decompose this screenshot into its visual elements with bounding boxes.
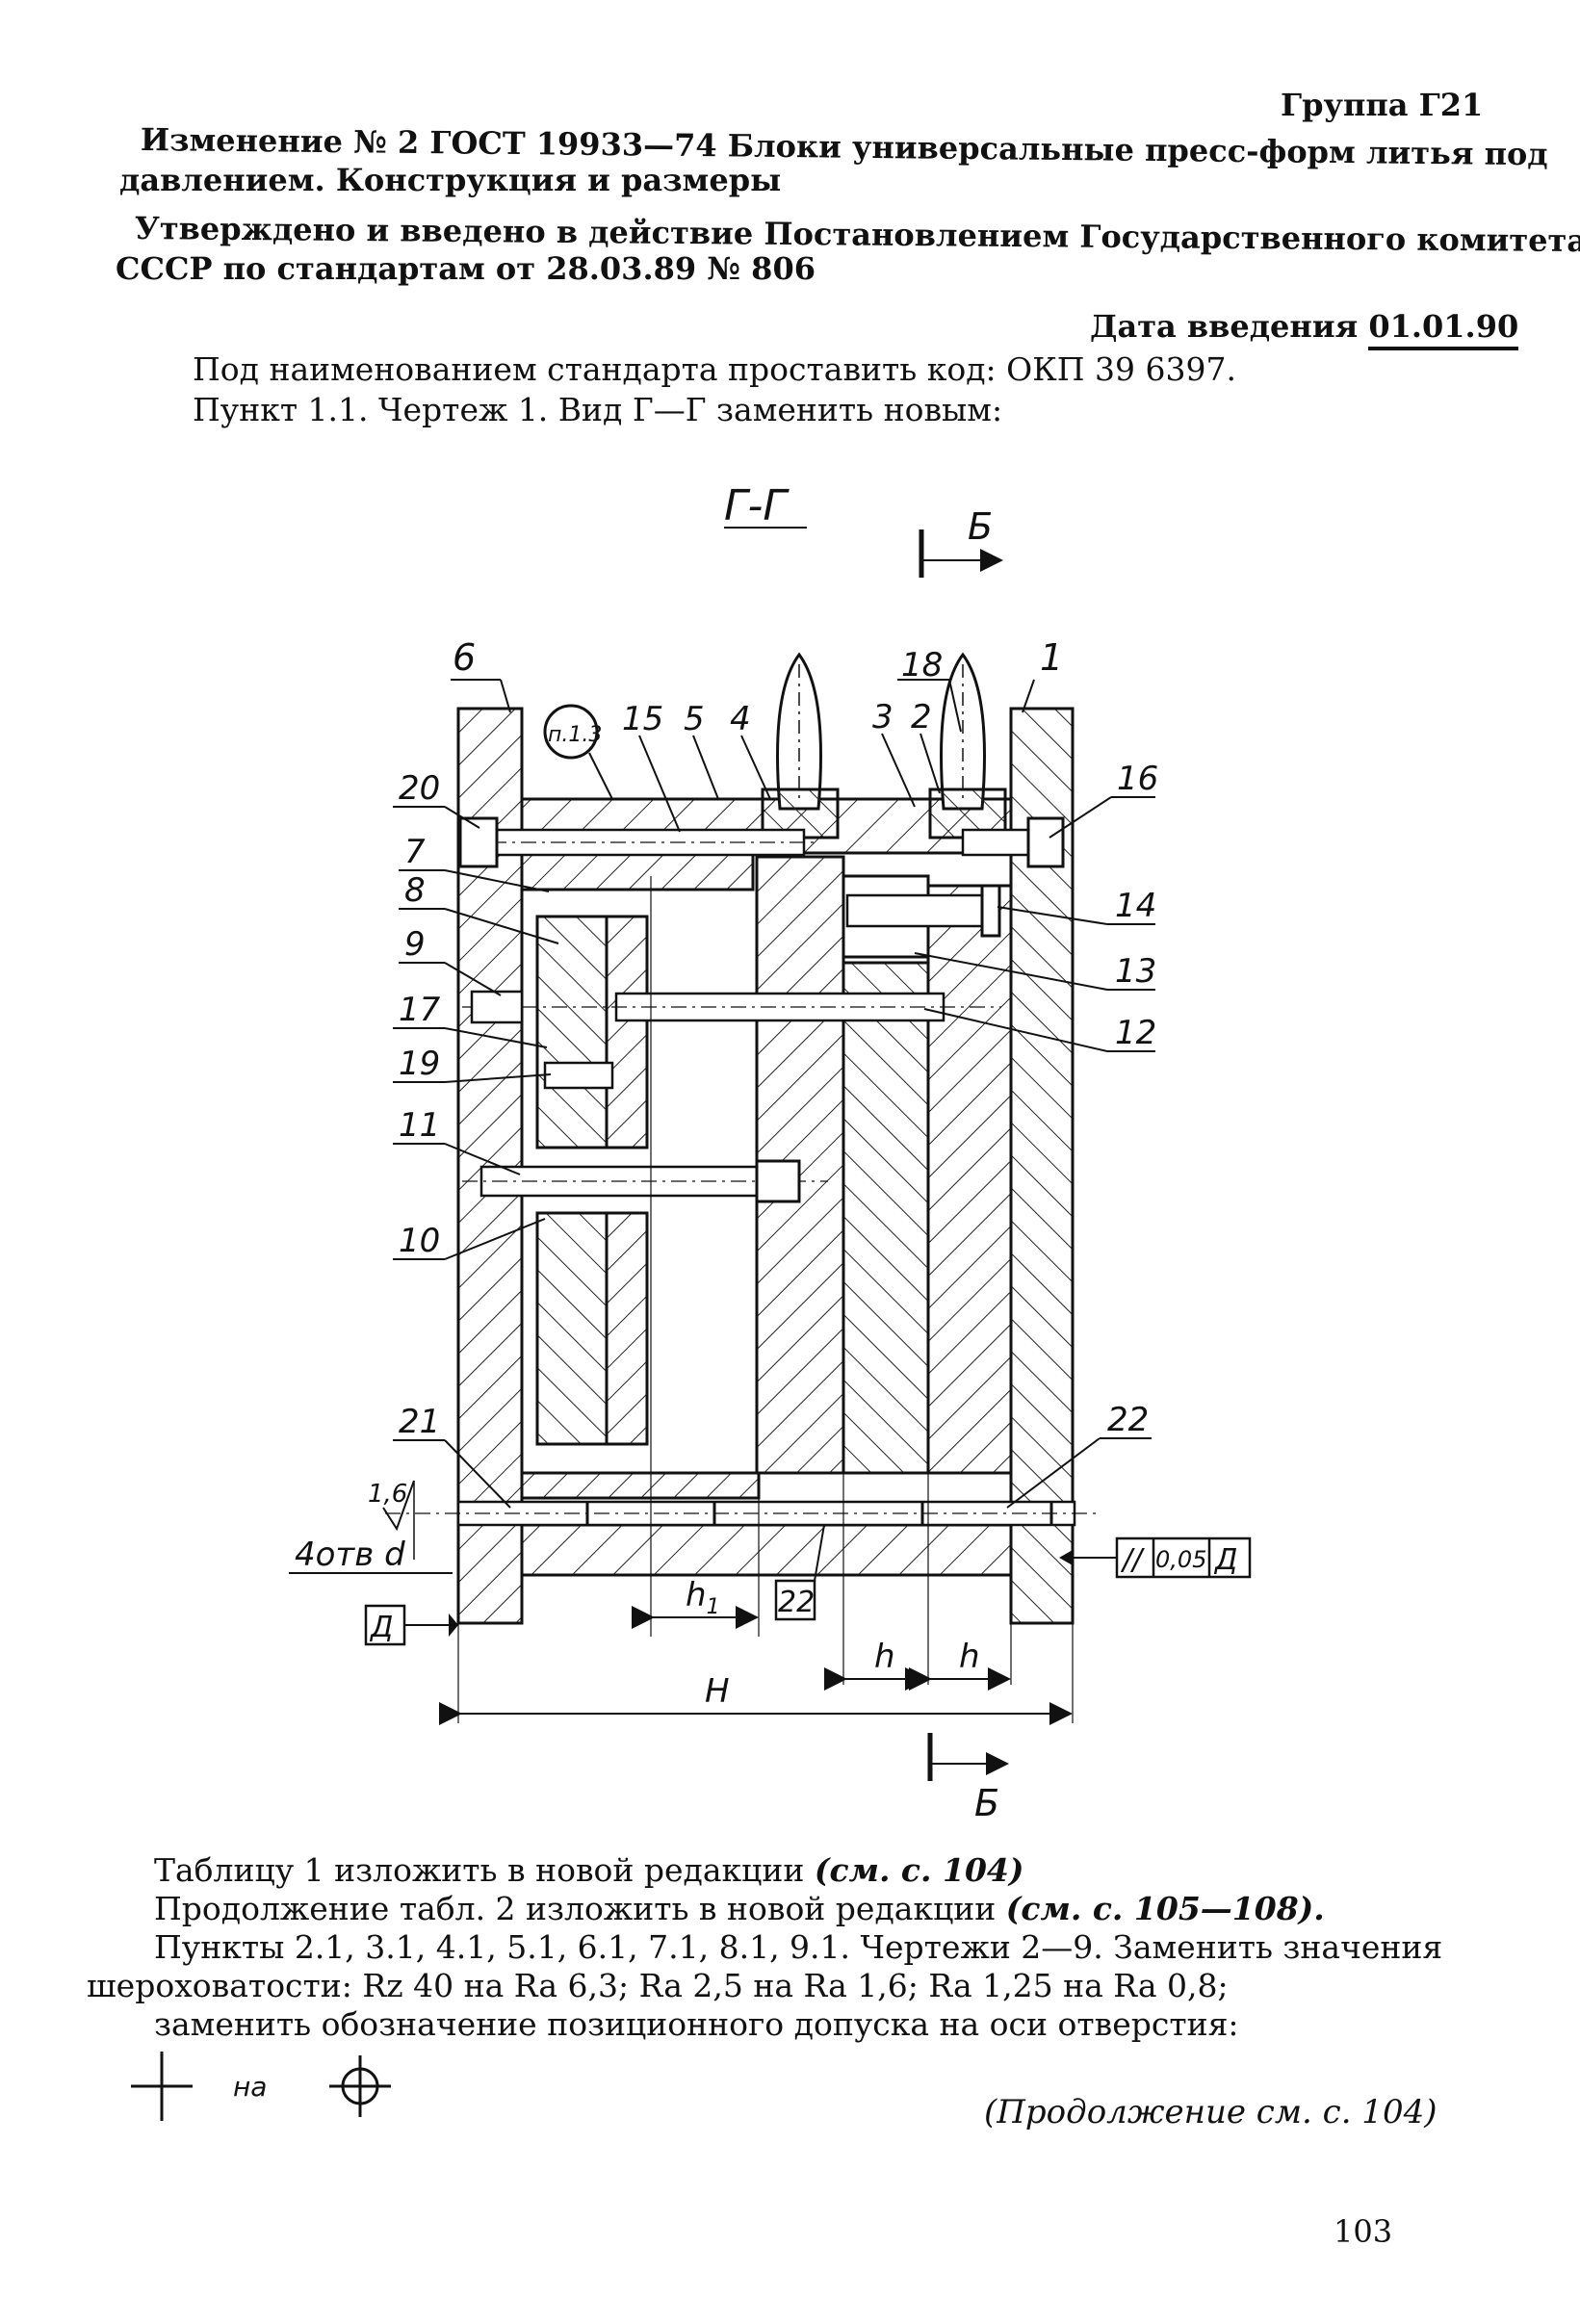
dim-h-right: h (959, 1638, 980, 1676)
dim-h1-letter: h (686, 1576, 707, 1614)
intro-line-2: Пункт 1.1. Чертеж 1. Вид Г—Г заменить но… (193, 391, 1003, 428)
p2-ref: (см. с. 105—108). (1005, 1890, 1325, 1927)
part-1: 1 (1040, 636, 1063, 679)
p1-ref: (см. с. 104) (814, 1851, 1024, 1889)
date-label: Дата введения (1090, 308, 1359, 345)
date-value: 01.01.90 (1368, 308, 1519, 350)
part-21: 21 (399, 1403, 440, 1441)
part-9: 9 (404, 925, 426, 964)
dim-H: H (705, 1672, 730, 1711)
p2-text: Продолжение табл. 2 изложить в новой ред… (154, 1890, 1006, 1927)
cut-label-top: Б (968, 505, 993, 548)
cross-symbol-icon (131, 2052, 193, 2121)
part-17: 17 (399, 991, 441, 1029)
position-tolerance-symbols: на (131, 2052, 391, 2121)
paragraph-items-line-3: заменить обозначение позиционного допуск… (154, 2005, 1239, 2043)
continuation-note: (Продолжение см. с. 104) (984, 2093, 1438, 2131)
page-number: 103 (1334, 2213, 1393, 2250)
part-2: 2 (911, 698, 932, 736)
date-line: Дата введения 01.01.90 (1090, 308, 1519, 350)
part-20: 20 (399, 769, 440, 808)
holes-note: 4отв d (295, 1536, 405, 1574)
tolerance-value: 0,05 (1155, 1546, 1206, 1573)
part-14: 14 (1115, 887, 1156, 925)
callout-p13: п.1.3 (548, 723, 602, 747)
group-label: Группа Г21 (1281, 87, 1484, 123)
roughness-value: 1,6 (368, 1480, 407, 1509)
part-11: 11 (399, 1106, 440, 1145)
part-8: 8 (404, 871, 426, 910)
dim-h-left: h (874, 1638, 895, 1676)
part-19: 19 (399, 1045, 440, 1083)
paragraph-items-line-1: Пункты 2.1, 3.1, 4.1, 5.1, 6.1, 7.1, 8.1… (154, 1928, 1443, 1966)
tolerance-symbol: // (1120, 1543, 1145, 1577)
part-7: 7 (404, 833, 426, 871)
symbol-word-na: на (233, 2071, 267, 2103)
part-22-boxed: 22 (778, 1586, 815, 1619)
part-12: 12 (1115, 1014, 1156, 1052)
dim-h1: h1 (686, 1576, 720, 1619)
section-drawing: Г-Г Б (289, 481, 1252, 1820)
dim-h1-subscript: 1 (707, 1595, 720, 1619)
part-4: 4 (730, 700, 751, 738)
paragraph-table-1: Таблицу 1 изложить в новой редакции (см.… (154, 1853, 1024, 1888)
datum-box-label: Д (369, 1611, 393, 1644)
section-label: Г-Г (724, 481, 790, 530)
part-16: 16 (1117, 760, 1158, 798)
title-line-2: давлением. Конструкция и размеры (119, 162, 782, 198)
paragraph-items-line-2: шероховатости: Rz 40 на Ra 6,3; Ra 2,5 н… (87, 1967, 1229, 2004)
part-13: 13 (1115, 952, 1156, 991)
part-3: 3 (872, 698, 894, 736)
p1-text: Таблицу 1 изложить в новой редакции (154, 1851, 815, 1889)
position-tolerance-icon (329, 2055, 391, 2117)
intro-line-1: Под наименованием стандарта проставить к… (193, 350, 1236, 388)
approved-line-2: СССР по стандартам от 28.03.89 № 806 (116, 250, 816, 287)
paragraph-table-2: Продолжение табл. 2 изложить в новой ред… (154, 1892, 1325, 1926)
part-15: 15 (622, 700, 663, 738)
part-6: 6 (453, 636, 476, 679)
part-5: 5 (684, 700, 705, 738)
cut-label-bottom: Б (974, 1782, 999, 1820)
tolerance-datum: Д (1213, 1543, 1237, 1577)
part-10: 10 (399, 1222, 440, 1260)
part-18: 18 (901, 646, 943, 684)
part-22-right: 22 (1107, 1401, 1149, 1439)
